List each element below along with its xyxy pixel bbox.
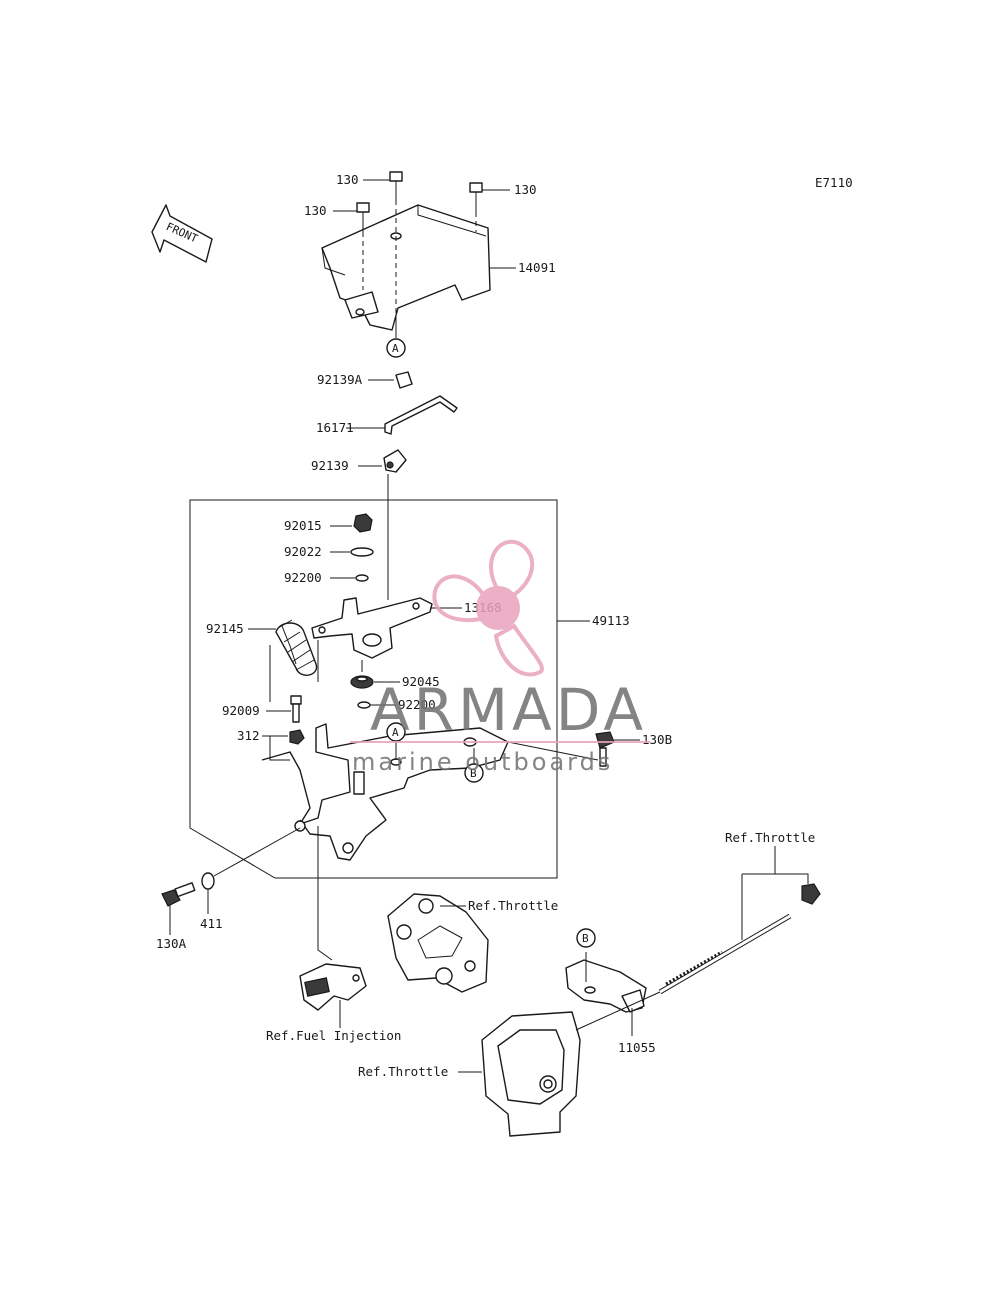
label-130-c: 130 <box>514 182 537 197</box>
bolt-130-right <box>469 182 483 232</box>
ref-fuel-injection: Ref.Fuel Injection <box>266 1028 401 1043</box>
bolt-130-top <box>389 171 403 318</box>
bracket <box>261 723 509 861</box>
nut-312 <box>289 729 305 745</box>
label-49113: 49113 <box>592 613 630 628</box>
watermark-brand: ARMADA <box>370 676 647 744</box>
throttle-body-lower <box>481 1011 581 1137</box>
throttle-body-upper <box>387 893 489 993</box>
label-92045: 92045 <box>402 674 440 689</box>
callout-b-mid-letter: B <box>470 767 477 780</box>
washer-92200-low <box>357 701 371 709</box>
label-92145: 92145 <box>206 621 244 636</box>
callout-a-top <box>386 338 406 358</box>
propeller-logo-icon <box>432 540 544 677</box>
callout-b-low-letter: B <box>582 932 589 945</box>
cover-14091 <box>321 204 491 331</box>
nut-92015 <box>353 513 373 533</box>
diagram-code: E7110 <box>815 175 853 190</box>
lever-13168 <box>311 597 433 659</box>
throttle-rod <box>658 913 792 995</box>
callout-b-mid <box>464 763 484 783</box>
label-11055: 11055 <box>618 1040 656 1055</box>
front-arrow-icon: FRONT <box>151 204 213 263</box>
assembly-box-49113 <box>189 499 558 879</box>
armada-watermark: ARMADA marine outboards <box>350 540 650 776</box>
rod-16171 <box>384 395 458 435</box>
label-312: 312 <box>237 728 260 743</box>
label-130-b: 130 <box>304 203 327 218</box>
label-130-a: 130 <box>336 172 359 187</box>
callout-a-top-letter: A <box>392 342 399 355</box>
label-92015: 92015 <box>284 518 322 533</box>
label-92139: 92139 <box>311 458 349 473</box>
label-92022: 92022 <box>284 544 322 559</box>
rod-nut <box>801 883 821 905</box>
label-14091: 14091 <box>518 260 556 275</box>
label-92200-top: 92200 <box>284 570 322 585</box>
callout-a-mid-letter: A <box>392 726 399 739</box>
callout-b-low <box>576 928 596 948</box>
ref-throttle-mid: Ref.Throttle <box>468 898 558 913</box>
washer-411 <box>201 872 215 890</box>
bushing-92045 <box>350 675 374 689</box>
clip-92139A <box>395 371 413 389</box>
throttle-position-sensor <box>299 963 367 1011</box>
label-411: 411 <box>200 916 223 931</box>
label-130B: 130B <box>642 732 672 747</box>
ref-throttle-low: Ref.Throttle <box>358 1064 448 1079</box>
label-16171: 16171 <box>316 420 354 435</box>
label-92200-low: 92200 <box>398 697 436 712</box>
spring-92145 <box>275 619 318 676</box>
label-92139A: 92139A <box>317 372 363 387</box>
label-130A: 130A <box>156 936 187 951</box>
bolt-130-left <box>356 202 370 290</box>
washer-92022 <box>350 547 374 557</box>
label-92009: 92009 <box>222 703 260 718</box>
ref-throttle-top: Ref.Throttle <box>725 830 815 845</box>
bolt-92009 <box>290 695 302 723</box>
bolt-130A <box>161 882 196 907</box>
clip-92139 <box>383 449 407 473</box>
washer-92200-top <box>355 574 369 582</box>
watermark-tagline: marine outboards <box>352 748 613 776</box>
